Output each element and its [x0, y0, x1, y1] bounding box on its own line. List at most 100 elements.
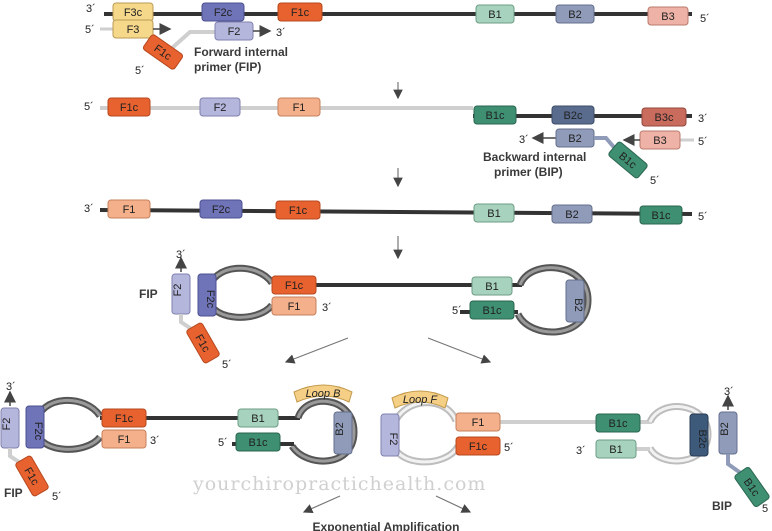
svg-text:B2: B2	[719, 422, 731, 435]
end-label: 5´	[700, 13, 710, 25]
svg-text:B1: B1	[487, 208, 500, 220]
end-label: 5´	[85, 24, 95, 36]
end-label: 5´	[52, 491, 62, 503]
svg-text:F2c: F2c	[204, 290, 216, 309]
loop-b-badge: Loop B	[293, 384, 353, 403]
primer-B2c-vertical: B2c	[689, 413, 709, 457]
end-label: 5´	[218, 437, 228, 449]
end-label: 3´	[86, 3, 96, 15]
primer-F1: F1	[107, 199, 151, 219]
primer-F1: F1	[455, 412, 501, 432]
end-label: 3´	[519, 134, 529, 146]
primer-F2c-vertical: F2c	[197, 273, 217, 317]
svg-text:F2: F2	[387, 433, 399, 446]
svg-text:F1c: F1c	[469, 441, 488, 453]
fip-label: FIP	[4, 486, 23, 500]
end-label: 5´	[504, 442, 514, 454]
svg-text:B1c: B1c	[249, 437, 268, 449]
fip-label: FIP	[139, 287, 158, 301]
svg-text:B1c: B1c	[609, 418, 628, 430]
primer-B1c: B1c	[595, 413, 641, 433]
svg-text:B2c: B2c	[696, 430, 708, 449]
primer-B3: B3	[647, 6, 689, 26]
primer-F1: F1	[271, 296, 317, 316]
primer-B1: B1	[475, 4, 515, 24]
primer-B1c-tilted: B1c	[608, 141, 648, 179]
end-label: 5´	[698, 136, 708, 148]
primer-F2c: F2c	[199, 199, 243, 219]
svg-text:F1c: F1c	[291, 7, 310, 19]
amplification-label: Exponential Amplification	[313, 520, 460, 531]
primer-F2-vertical: F2	[0, 407, 20, 449]
end-label: 3´	[724, 386, 734, 398]
end-label: 5´	[222, 359, 232, 371]
watermark: yourchiropractichealth.com	[192, 473, 486, 495]
end-label: 5´	[135, 65, 145, 77]
end-label: 3´	[698, 113, 708, 125]
svg-text:B2: B2	[334, 422, 346, 435]
primer-B2-vertical: B2	[565, 279, 585, 323]
svg-text:B3c: B3c	[655, 112, 674, 124]
end-label: 3´	[576, 445, 586, 457]
primer-F1c: F1c	[275, 200, 321, 220]
svg-text:B1: B1	[488, 9, 501, 21]
primer-F3c: F3c	[112, 2, 154, 22]
bip-label: BIP	[712, 499, 732, 513]
primer-F1c: F1c	[101, 408, 147, 428]
svg-text:F2: F2	[1, 418, 13, 431]
primer-B1c: B1c	[469, 300, 515, 320]
primer-F1c-tilted: F1c	[15, 455, 49, 497]
svg-text:F2: F2	[228, 26, 241, 38]
end-label: 3´	[276, 27, 286, 39]
svg-text:Loop B: Loop B	[306, 388, 341, 400]
svg-text:F2: F2	[214, 102, 227, 114]
bip-caption-line1: Backward internal	[483, 150, 586, 164]
primer-F1c: F1c	[107, 97, 151, 117]
primer-F2-vertical: F2	[171, 273, 191, 315]
svg-text:F1c: F1c	[120, 102, 139, 114]
primer-B1c-tilted: B1c	[734, 466, 770, 508]
svg-text:Loop F: Loop F	[403, 394, 439, 406]
row-5-right: F1 F1c 5´ B1c B1 3´ F2 B2c Loop F 3´ B2 …	[380, 386, 770, 515]
svg-text:F1: F1	[288, 301, 301, 313]
primer-B3: B3	[639, 130, 681, 150]
primer-B1: B1	[471, 276, 513, 296]
svg-text:F1c: F1c	[289, 205, 308, 217]
svg-text:F1c: F1c	[285, 280, 304, 292]
svg-text:B1: B1	[609, 444, 622, 456]
row-2: 5´ 3´ F1c F2 F1 B1c B2c B3c 3´ B2 B1c 5´…	[84, 97, 708, 187]
primer-F2: F2	[214, 21, 254, 41]
svg-text:B1c: B1c	[486, 110, 505, 122]
end-label: 3´	[176, 249, 186, 261]
bip-caption-line2: primer (BIP)	[494, 165, 563, 179]
svg-text:B2: B2	[572, 298, 584, 311]
amp-arrow-right	[435, 495, 472, 513]
svg-text:F1: F1	[472, 417, 485, 429]
primer-B1c: B1c	[473, 105, 517, 125]
primer-F2: F2	[199, 97, 241, 117]
row-3: 3´ 5´ F1 F2c F1c B1 B2 B1c	[84, 199, 708, 225]
primer-F2-vertical: F2	[380, 413, 400, 457]
svg-text:F2c: F2c	[32, 422, 44, 441]
end-label: 5´	[452, 305, 462, 317]
primer-F1: F1	[101, 429, 147, 449]
primer-B1c: B1c	[235, 432, 281, 452]
primer-F1: F1	[277, 97, 321, 117]
svg-text:B1: B1	[485, 281, 498, 293]
primer-B2: B2	[555, 128, 595, 148]
svg-text:B2: B2	[568, 9, 581, 21]
end-label: 3´	[84, 203, 94, 215]
strand-row3	[99, 208, 693, 216]
fip-caption-line2: primer (FIP)	[194, 60, 261, 74]
svg-text:F1c: F1c	[115, 413, 134, 425]
svg-text:F1: F1	[123, 204, 136, 216]
primer-F3: F3	[112, 19, 154, 39]
step-arrow-right	[427, 337, 492, 364]
svg-text:B1c: B1c	[652, 210, 671, 222]
primer-B1: B1	[237, 408, 279, 428]
primer-F1c-tilted: F1c	[142, 34, 184, 70]
end-label: 5´	[650, 175, 660, 187]
primer-F1c-tilted: F1c	[186, 322, 220, 364]
svg-text:B2: B2	[565, 209, 578, 221]
